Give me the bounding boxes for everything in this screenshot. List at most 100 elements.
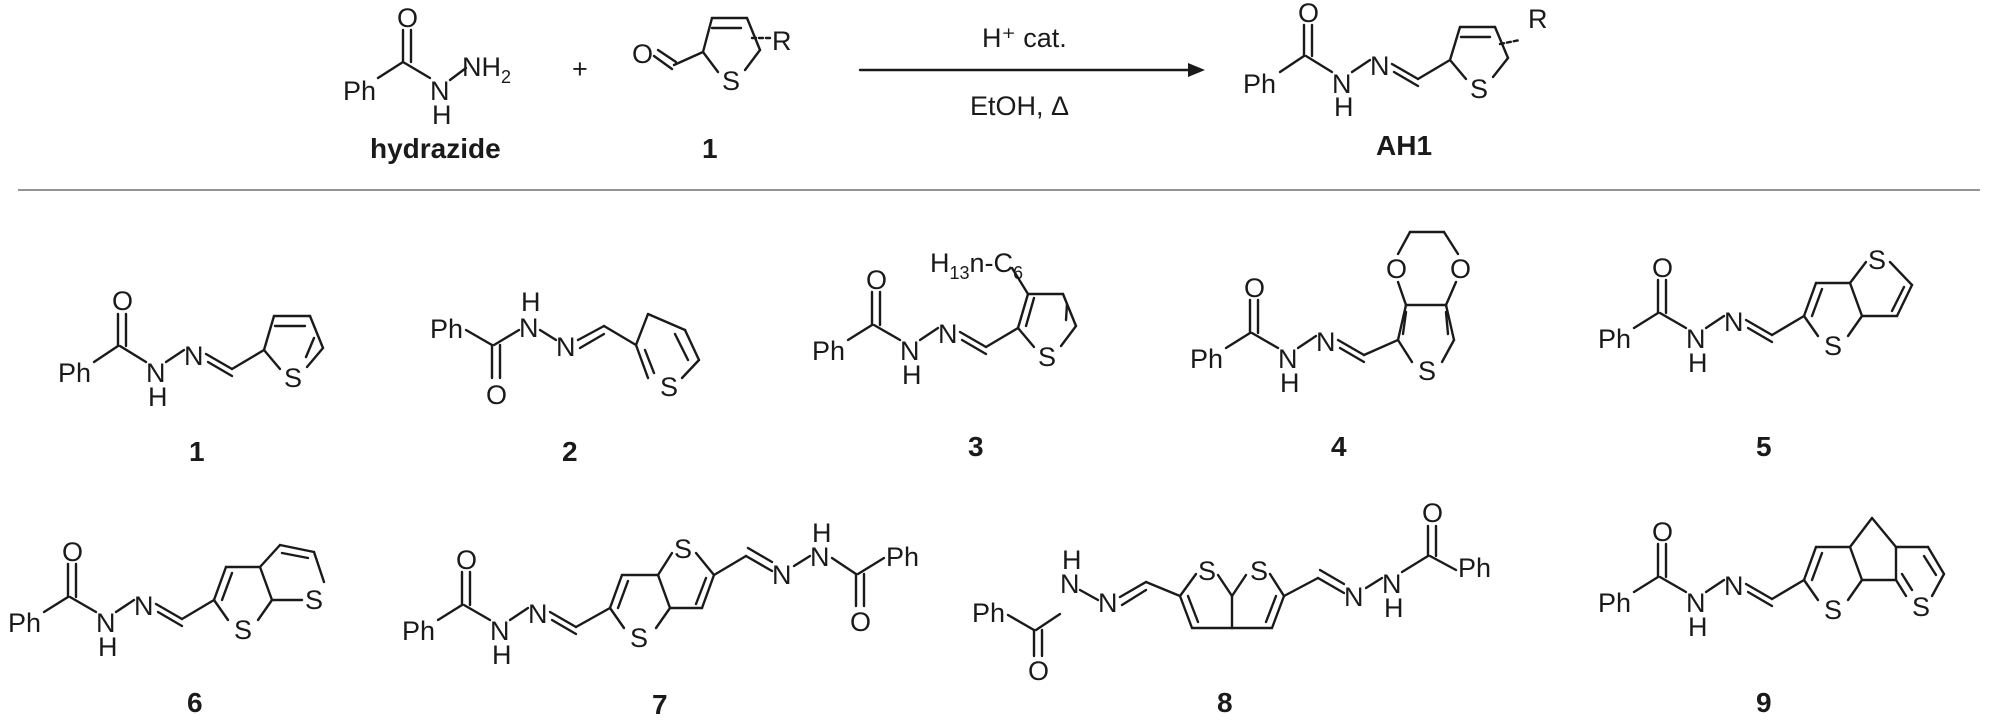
atom-ph: Ph: [1458, 553, 1491, 583]
bond: [701, 50, 720, 74]
bond: [1632, 575, 1660, 594]
atom-o: O: [486, 380, 507, 410]
compound-label: 8: [1217, 687, 1233, 718]
bond: [1336, 338, 1366, 357]
bond: [464, 328, 494, 347]
bond: [918, 326, 940, 342]
bond: [1444, 303, 1456, 342]
bond: [1264, 594, 1278, 624]
compound-label: 3: [968, 431, 984, 462]
atom-nh2: NH2: [462, 52, 511, 87]
reactant-aldehyde: O S R 1: [632, 16, 792, 164]
bond: [646, 312, 687, 332]
bond: [1810, 287, 1824, 318]
bond: [1396, 230, 1412, 256]
bond: [694, 576, 708, 606]
bond: [1704, 578, 1726, 594]
bond: [92, 344, 120, 364]
bond: [1392, 70, 1420, 88]
bond: [1250, 331, 1280, 350]
bond: [1296, 334, 1318, 350]
atom-ph: Ph: [1190, 344, 1223, 374]
atom-n: N: [96, 608, 116, 638]
bond: [958, 330, 988, 349]
atom-h: H: [432, 100, 452, 130]
bond: [212, 598, 230, 622]
bond: [856, 556, 886, 576]
bond: [548, 610, 578, 629]
bond: [656, 573, 672, 610]
bond: [305, 346, 325, 369]
bond: [1802, 545, 1818, 582]
label-hydrazide: hydrazide: [370, 133, 501, 164]
bond: [634, 343, 650, 380]
atom-h: H: [1384, 593, 1404, 623]
plus-sign: +: [572, 54, 588, 84]
bond: [1224, 331, 1252, 350]
atom-n: N: [1098, 588, 1118, 618]
atom-h: H: [1334, 92, 1354, 122]
bond: [1442, 230, 1460, 256]
arrow-head: [1188, 63, 1205, 77]
bond: [574, 606, 612, 629]
bond: [1491, 56, 1510, 79]
bond: [1428, 554, 1458, 572]
compound-label: 7: [652, 689, 668, 720]
atom-ph: Ph: [1243, 69, 1276, 99]
bond: [1848, 281, 1864, 318]
bond: [280, 551, 310, 560]
bond: [652, 54, 674, 71]
atom-n: N: [490, 616, 510, 646]
bond: [1888, 260, 1914, 287]
bond: [1770, 578, 1806, 601]
bond: [1278, 54, 1306, 74]
atom-s: S: [1824, 595, 1842, 625]
atom-o: O: [456, 545, 477, 575]
bond: [1016, 292, 1030, 330]
bond: [462, 603, 492, 622]
atom-n: N: [519, 313, 539, 343]
atom-h: H: [492, 640, 512, 670]
atom-ph: Ph: [972, 598, 1005, 628]
bond: [608, 606, 626, 630]
bond: [42, 595, 70, 614]
atom-n: N: [146, 358, 166, 388]
atom-ph: Ph: [1598, 588, 1631, 618]
bond: [538, 328, 558, 342]
bond: [1658, 575, 1688, 594]
bond: [308, 314, 325, 350]
bond: [1802, 578, 1820, 602]
compound-2: Ph O N H N S 2: [430, 287, 701, 467]
atom-o: O: [1298, 0, 1319, 28]
bond: [872, 323, 902, 342]
bond: [492, 328, 521, 347]
atom-ph: Ph: [343, 76, 376, 106]
atom-ph: Ph: [886, 542, 919, 572]
bond: [1802, 314, 1820, 338]
bond: [1895, 283, 1914, 318]
atom-n: N: [938, 319, 958, 349]
bond: [683, 328, 701, 362]
compound-label: 2: [562, 436, 578, 467]
bond: [156, 610, 184, 628]
bond: [262, 348, 282, 371]
atom-ph: Ph: [1598, 324, 1631, 354]
bond: [1890, 285, 1906, 313]
compound-8: Ph O N H N S S N N H O: [972, 498, 1491, 718]
atom-o: O: [1028, 656, 1049, 686]
bond: [700, 573, 716, 610]
bond: [212, 565, 228, 602]
bond: [1120, 588, 1148, 607]
bond: [745, 16, 762, 52]
atom-n: N: [1724, 571, 1744, 601]
bond: [1061, 292, 1078, 328]
bond: [1440, 338, 1456, 364]
atom-ph: Ph: [430, 314, 463, 344]
bond: [1846, 314, 1864, 338]
atom-s: S: [305, 585, 323, 615]
bond: [230, 348, 266, 371]
bond: [1006, 613, 1036, 632]
bond: [1900, 572, 1914, 592]
compound-6: Ph O N H N S S 6: [8, 537, 326, 718]
